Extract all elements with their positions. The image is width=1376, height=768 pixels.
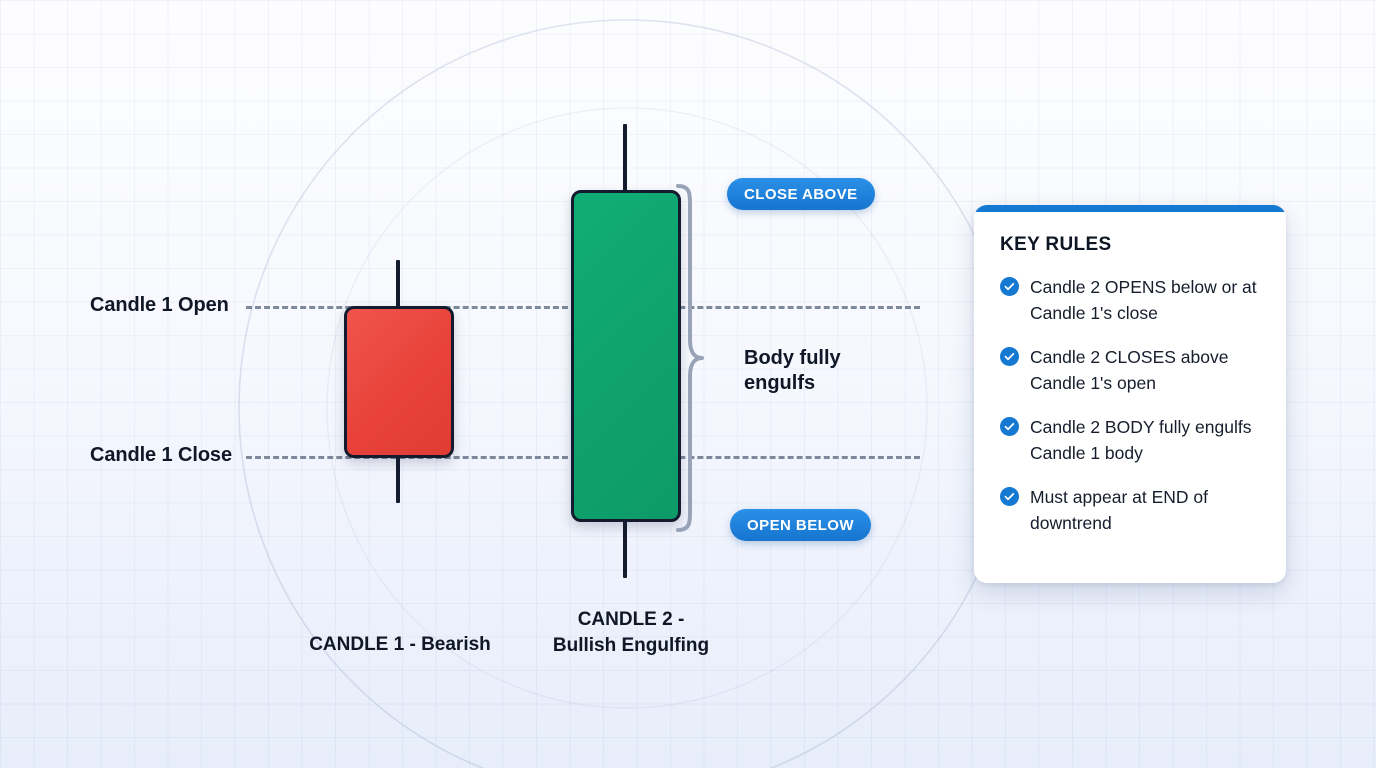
list-item: Candle 2 OPENS below or at Candle 1's cl… [1000, 274, 1262, 326]
candle-2-body[interactable] [571, 190, 681, 522]
candle-1-close-label: Candle 1 Close [90, 444, 232, 466]
candle-1-body[interactable] [344, 306, 454, 458]
key-rules-list: Candle 2 OPENS below or at Candle 1's cl… [1000, 274, 1262, 536]
open-below-pill[interactable]: OPEN BELOW [730, 509, 872, 541]
check-circle-icon [1000, 417, 1019, 436]
body-engulfs-label: Body fully engulfs [744, 347, 841, 394]
rule-text: Candle 2 OPENS below or at Candle 1's cl… [1030, 277, 1257, 323]
card-accent-bar [974, 205, 1286, 212]
list-item: Candle 2 BODY fully engulfs Candle 1 bod… [1000, 414, 1262, 466]
engulf-brace-icon [676, 184, 704, 532]
candle-1-open-label: Candle 1 Open [90, 294, 229, 316]
check-circle-icon [1000, 277, 1019, 296]
check-circle-icon [1000, 487, 1019, 506]
key-rules-card: KEY RULES Candle 2 OPENS below or at Can… [974, 205, 1286, 583]
key-rules-title: KEY RULES [1000, 234, 1112, 255]
list-item: Candle 2 CLOSES above Candle 1's open [1000, 344, 1262, 396]
rule-text: Candle 2 CLOSES above Candle 1's open [1030, 347, 1229, 393]
close-above-pill[interactable]: CLOSE ABOVE [727, 178, 875, 210]
candle-2-caption: CANDLE 2 - Bullish Engulfing [552, 609, 710, 656]
list-item: Must appear at END of downtrend [1000, 484, 1262, 536]
rule-text: Candle 2 BODY fully engulfs Candle 1 bod… [1030, 417, 1252, 463]
rule-text: Must appear at END of downtrend [1030, 487, 1208, 533]
candle-1-caption: CANDLE 1 - Bearish [309, 634, 491, 655]
check-circle-icon [1000, 347, 1019, 366]
